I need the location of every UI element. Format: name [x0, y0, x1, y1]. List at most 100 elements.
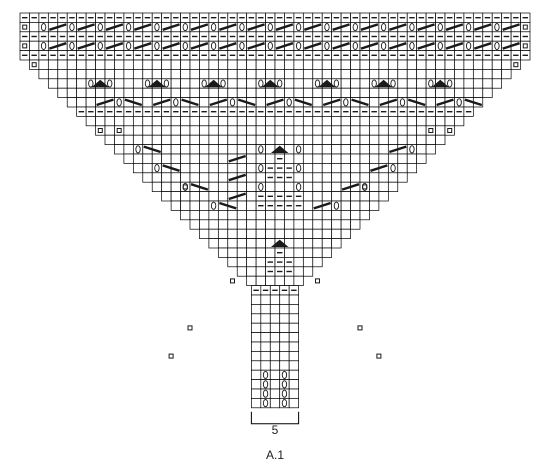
chart-cell — [114, 134, 125, 145]
chart-cell — [302, 134, 314, 145]
chart-cell — [350, 200, 361, 211]
diagonal-bar-decrease — [502, 42, 520, 50]
diagonal-bar-decrease — [48, 23, 67, 31]
chart-cell — [151, 125, 163, 136]
chart-cell — [302, 181, 314, 192]
chart-cell — [76, 97, 87, 108]
diagonal-bar-decrease — [388, 23, 407, 31]
chart-cell — [255, 97, 266, 108]
chart-cell — [435, 116, 446, 127]
chart-cell — [260, 360, 271, 371]
chart-cell — [274, 181, 285, 192]
diagonal-bar-decrease — [209, 98, 228, 107]
chart-cell — [302, 219, 314, 230]
chart-cell — [227, 210, 238, 221]
yarn-over-oval — [210, 201, 217, 210]
chart-cell — [38, 69, 49, 80]
chart-cell — [161, 87, 172, 98]
chart-cell — [246, 163, 257, 174]
chart-cell — [85, 87, 96, 98]
small-square — [182, 184, 188, 190]
chart-cell — [284, 125, 295, 136]
chart-cell — [123, 116, 134, 127]
chart-cell — [123, 125, 134, 136]
yarn-over-oval — [428, 79, 434, 88]
chart-cell — [85, 97, 96, 108]
chart-cell — [387, 69, 399, 80]
chart-cell — [246, 181, 257, 192]
chart-cell — [170, 153, 181, 164]
chart-cell — [321, 181, 333, 192]
chart-cell — [397, 125, 408, 136]
chart-cell — [251, 360, 262, 371]
diagonal-bar-decrease — [275, 42, 294, 50]
chart-cell — [161, 144, 172, 155]
chart-cell — [104, 59, 115, 70]
chart-cell — [269, 322, 281, 333]
chart-cell — [217, 172, 229, 183]
chart-cell — [217, 125, 229, 136]
yarn-over-oval — [314, 79, 321, 88]
diagonal-bar-decrease — [379, 98, 398, 107]
chart-cell — [189, 87, 200, 98]
chart-cell — [293, 172, 304, 183]
chart-cell — [491, 59, 503, 70]
yarn-over-oval — [295, 41, 302, 50]
chart-cell — [246, 59, 257, 70]
chart-cell — [255, 275, 266, 286]
chart-cell — [397, 172, 408, 183]
chart-cell — [293, 116, 304, 127]
yarn-over-oval — [262, 370, 269, 379]
chart-cell — [312, 134, 323, 145]
chart-cell — [269, 398, 281, 409]
chart-cell — [236, 247, 248, 258]
chart-cell — [123, 153, 134, 164]
chart-cell — [66, 59, 78, 70]
diagonal-bar-decrease — [370, 164, 388, 172]
diagonal-bar-decrease — [152, 98, 171, 107]
yarn-over-oval — [201, 79, 207, 88]
chart-cell — [416, 134, 427, 145]
chart-cell — [293, 153, 304, 164]
yarn-over-oval — [125, 41, 132, 50]
diagonal-bar-decrease — [162, 164, 180, 172]
chart-cell — [387, 134, 399, 145]
chart-cell — [491, 69, 503, 80]
chart-cell — [397, 78, 408, 89]
chart-cell — [246, 238, 257, 249]
chart-cell — [217, 228, 229, 239]
small-square — [362, 184, 368, 190]
chart-cell — [293, 247, 304, 258]
chart-cell — [359, 210, 370, 221]
chart-cell — [189, 172, 200, 183]
chart-cell — [472, 59, 484, 70]
chart-cell — [208, 238, 219, 249]
chart-cell — [85, 116, 96, 127]
diagonal-bar-decrease — [473, 23, 492, 31]
chart-cell — [189, 144, 200, 155]
chart-cell — [482, 78, 493, 89]
chart-cell — [161, 153, 172, 164]
chart-cell — [208, 228, 219, 239]
chart-cell — [463, 78, 474, 89]
chart-cell — [312, 238, 323, 249]
chart-cell — [151, 172, 163, 183]
chart-cell — [104, 69, 115, 80]
diagonal-bar-decrease — [388, 145, 407, 154]
yarn-over-oval — [447, 79, 453, 88]
diagonal-bar-decrease — [313, 201, 332, 210]
chart-cell — [29, 22, 40, 33]
chart-cell — [350, 125, 361, 136]
chart-cell — [359, 191, 370, 202]
chart-cell — [397, 69, 408, 80]
triangle-double-decrease — [261, 79, 279, 88]
chart-cell — [350, 87, 361, 98]
chart-cell — [274, 125, 285, 136]
yarn-over-oval — [69, 41, 75, 50]
chart-cell — [236, 257, 248, 268]
chart-cell — [180, 116, 191, 127]
chart-cell — [208, 125, 219, 136]
chart-cell — [425, 125, 436, 136]
chart-cell — [236, 125, 248, 136]
